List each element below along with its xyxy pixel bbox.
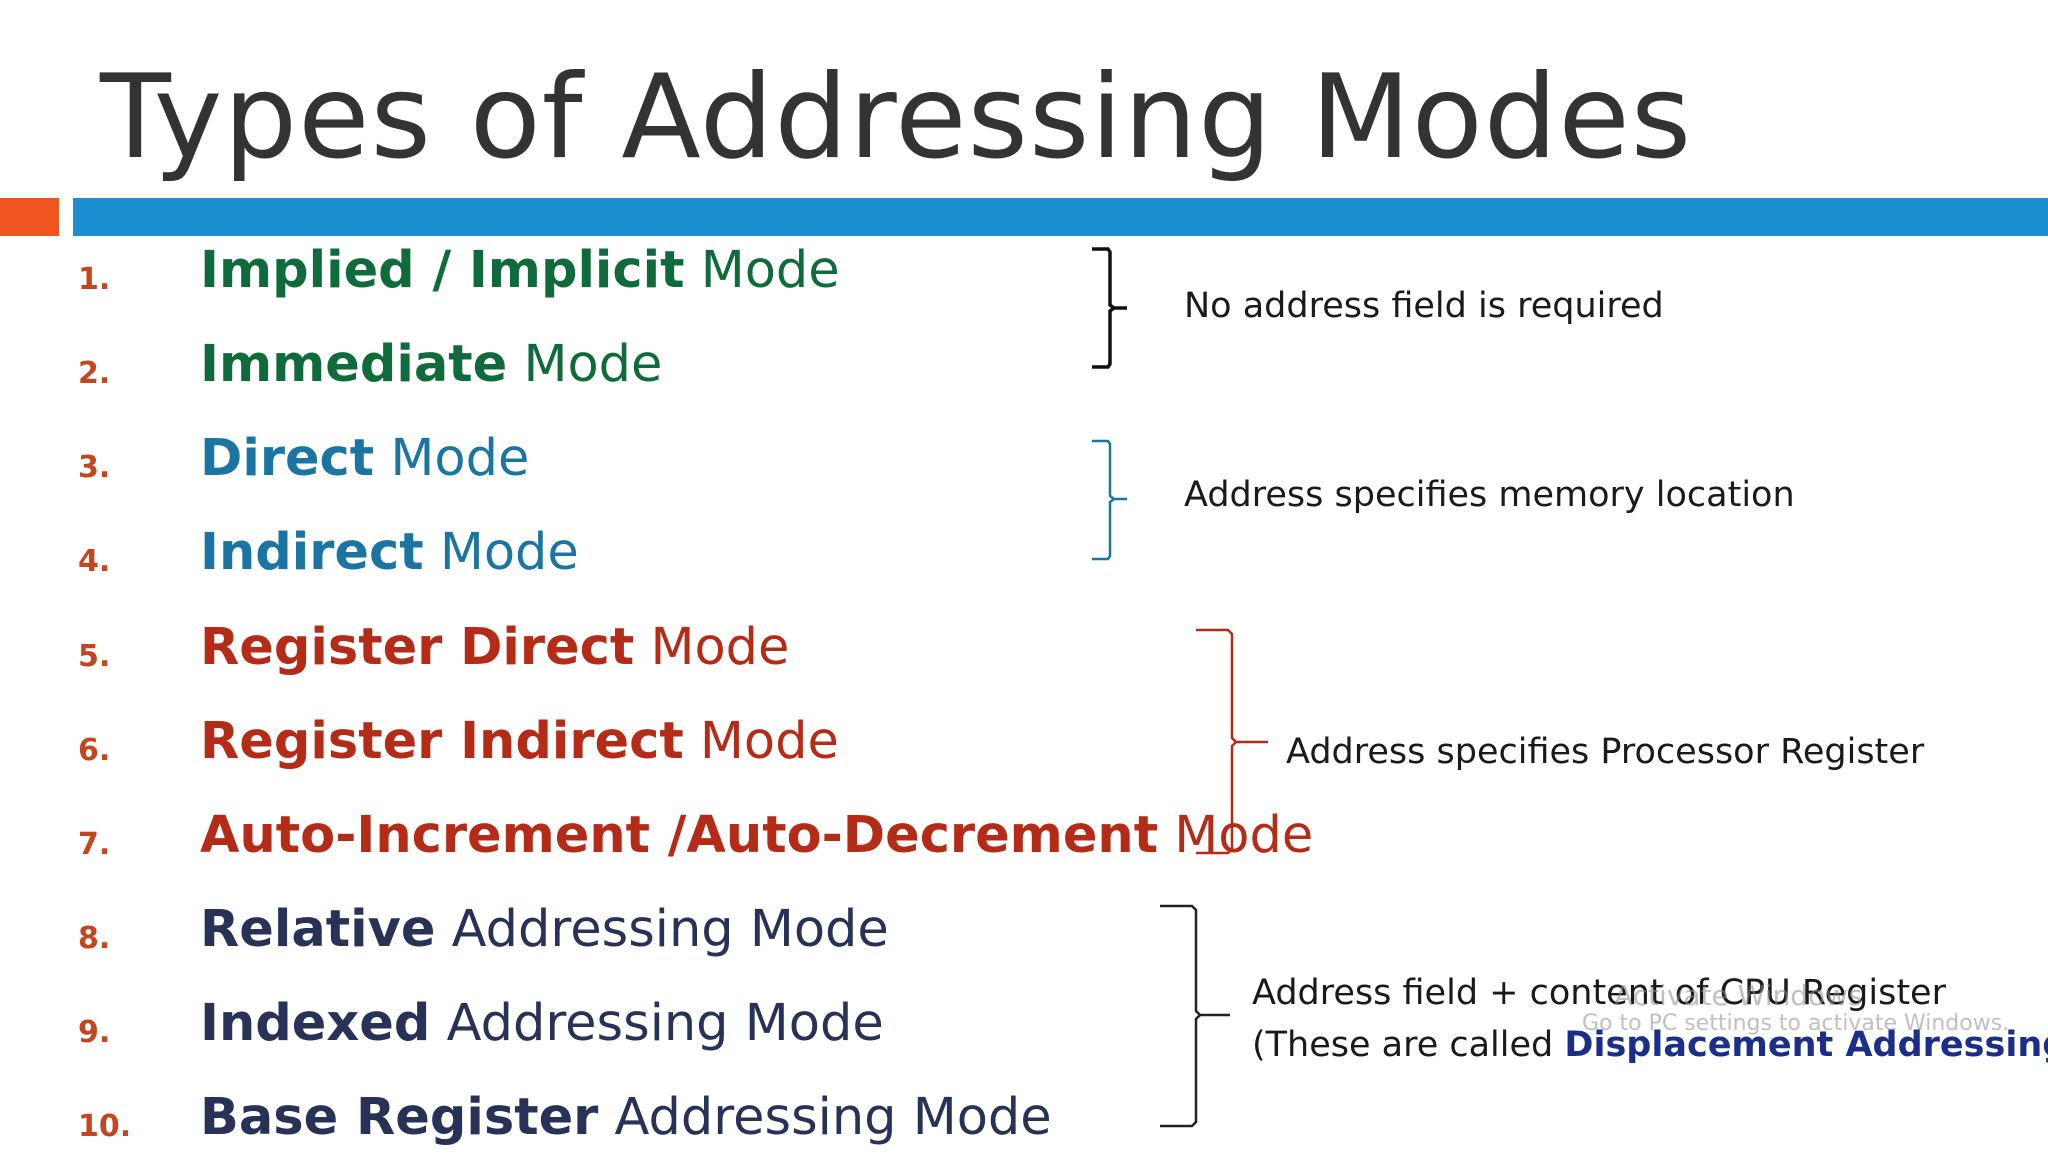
item-number: 3.	[78, 450, 111, 485]
list-item: 10. Base Register Addressing Mode	[0, 1079, 1300, 1173]
item-text: Immediate Mode	[200, 330, 662, 400]
list-item: 7. Auto-Increment /Auto-Decrement Mode	[0, 797, 1313, 891]
list-item: 5. Register Direct Mode	[0, 609, 1300, 703]
list-item: 1. Implied / Implicit Mode	[0, 232, 1300, 326]
note-group-4-prefix: (These are called	[1252, 1025, 1565, 1065]
title-accent-orange	[0, 198, 59, 236]
item-text: Register Direct Mode	[200, 613, 789, 683]
item-number: 1.	[78, 262, 111, 297]
item-bold: Relative	[200, 900, 436, 959]
note-group-4-line-1: Address field + content of CPU Register	[1252, 973, 1946, 1013]
activate-windows-watermark: Activate Windows Go to PC settings to ac…	[1582, 979, 2010, 1036]
item-text: Relative Addressing Mode	[200, 895, 889, 965]
item-rest: Mode	[1158, 806, 1314, 865]
list-item: 9. Indexed Addressing Mode	[0, 985, 1300, 1079]
item-rest: Addressing Mode	[435, 900, 889, 959]
item-text: Implied / Implicit Mode	[200, 236, 840, 306]
item-text: Indirect Mode	[200, 518, 579, 588]
slide-title: Types of Addressing Modes	[100, 50, 1693, 185]
watermark-line-2: Go to PC settings to activate Windows.	[1582, 1011, 2010, 1036]
watermark-line-1: Activate Windows	[1614, 979, 1863, 1012]
item-rest: Mode	[507, 335, 663, 394]
item-number: 8.	[78, 921, 111, 956]
note-group-2: Address specifies memory location	[1184, 475, 1795, 515]
item-bold: Register Direct	[200, 618, 635, 677]
item-text: Base Register Addressing Mode	[200, 1083, 1052, 1153]
item-rest: Mode	[374, 429, 530, 488]
item-rest: Addressing Mode	[430, 994, 884, 1053]
note-group-4-line-2: (These are called Displacement Addressin…	[1252, 1020, 2048, 1070]
title-accent-blue-bar	[73, 198, 2048, 236]
item-rest: Mode	[423, 523, 579, 582]
item-bold: Immediate	[200, 335, 508, 394]
item-number: 10.	[78, 1109, 132, 1144]
item-bold: Implied / Implicit	[200, 241, 685, 300]
item-bold: Register Indirect	[200, 712, 684, 771]
item-bold: Base Register	[200, 1088, 599, 1147]
item-bold: Indirect	[200, 523, 424, 582]
item-rest: Mode	[634, 618, 790, 677]
item-number: 2.	[78, 356, 111, 391]
note-displacement-addressing: Displacement Addressing	[1564, 1025, 2048, 1065]
item-number: 4.	[78, 544, 111, 579]
item-number: 6.	[78, 733, 111, 768]
list-item: 8. Relative Addressing Mode	[0, 891, 1300, 985]
item-text: Auto-Increment /Auto-Decrement Mode	[200, 801, 1313, 871]
list-item: 4. Indirect Mode	[0, 514, 1300, 608]
item-bold: Indexed	[200, 994, 431, 1053]
item-text: Indexed Addressing Mode	[200, 989, 884, 1059]
item-number: 7.	[78, 827, 111, 862]
item-rest: Mode	[684, 241, 840, 300]
note-group-1: No address field is required	[1184, 286, 1664, 326]
list-item: 3. Direct Mode	[0, 420, 1300, 514]
item-text: Direct Mode	[200, 424, 529, 494]
item-number: 5.	[78, 639, 111, 674]
item-bold: Auto-Increment /Auto-Decrement	[200, 806, 1159, 865]
note-group-3: Address specifies Processor Register	[1286, 732, 1925, 772]
item-number: 9.	[78, 1015, 111, 1050]
item-rest: Mode	[683, 712, 839, 771]
list-item: 6. Register Indirect Mode	[0, 703, 1300, 797]
item-text: Register Indirect Mode	[200, 707, 839, 777]
list-item: 2. Immediate Mode	[0, 326, 1300, 420]
item-bold: Direct	[200, 429, 375, 488]
item-rest: Addressing Mode	[598, 1088, 1052, 1147]
